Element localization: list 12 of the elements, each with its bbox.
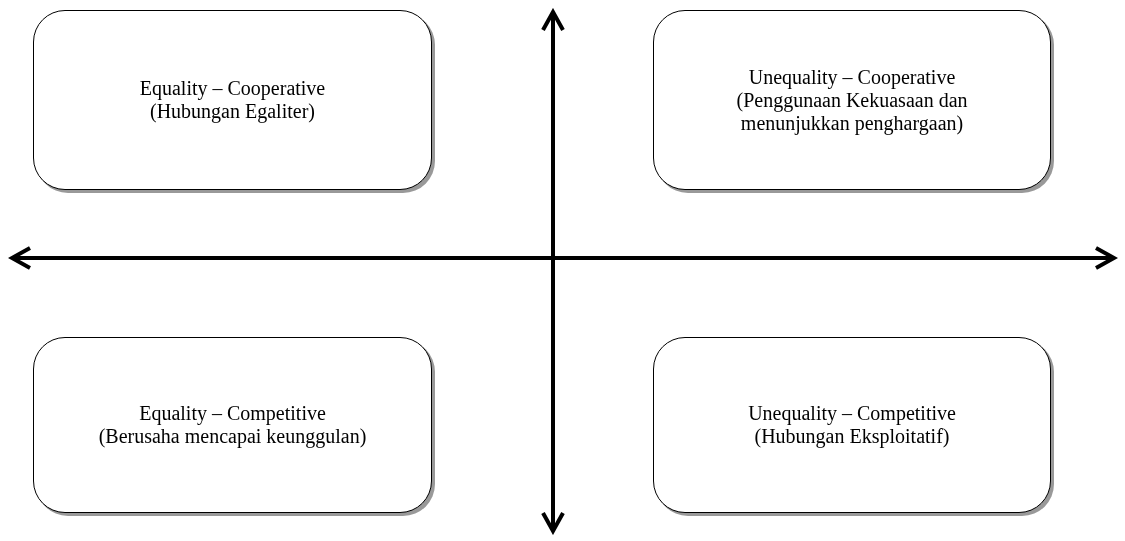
quadrant-description: (Penggunaan Kekuasaan dan menunjukkan penghargaan): [735, 88, 969, 135]
quadrant-description: (Hubungan Eksploitatif): [754, 425, 950, 448]
quadrant-description: (Hubungan Egaliter): [150, 100, 315, 123]
rounded-box: [653, 10, 1051, 190]
quadrant-title: Unequality – Competitive: [748, 402, 956, 425]
rounded-box: [33, 337, 432, 513]
quadrant-description: (Berusaha mencapai keunggulan): [98, 425, 367, 448]
rounded-box: [653, 337, 1051, 513]
quadrant-title: Unequality – Cooperative: [748, 65, 956, 89]
quadrant-title: Equality – Cooperative: [139, 77, 326, 100]
rounded-box: [33, 10, 432, 190]
quadrant-title: Equality – Competitive: [139, 402, 326, 425]
